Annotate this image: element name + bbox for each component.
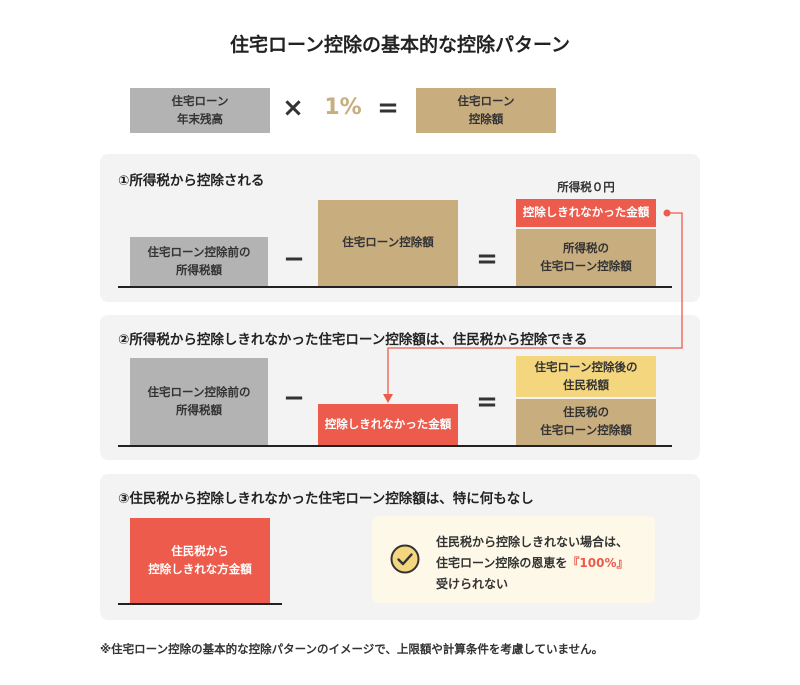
section2-equals-operator: =: [476, 387, 498, 417]
info-line-2-accent: 『100%』: [567, 556, 629, 570]
equals-operator: =: [377, 93, 399, 123]
info-line-1: 住民税から控除しきれない場合は、: [436, 535, 629, 549]
section3-heading: ③住民税から控除しきれなかった住宅ローン控除額は、特に何もなし: [118, 491, 534, 507]
section1-heading: ①所得税から控除される: [118, 173, 265, 189]
section1-baseline: [118, 286, 672, 288]
section1-deduction-box: 住宅ローン控除額: [318, 200, 458, 286]
section2-remainder-box: 控除しきれなかった金額: [318, 404, 458, 445]
page-title: 住宅ローン控除の基本的な控除パターン: [229, 34, 571, 56]
section2-pre-tax-box: 住宅ローン控除前の 所得税額: [130, 358, 268, 445]
loan-balance-box: 住宅ローン 年末残高: [130, 88, 270, 133]
section1-result-box: 所得税の 住宅ローン控除額: [516, 229, 656, 286]
section1-minus-operator: −: [283, 244, 305, 274]
section2-baseline: [118, 445, 672, 447]
times-operator: ×: [282, 93, 304, 123]
check-circle-icon: [390, 544, 420, 574]
info-line-3: 受けられない: [436, 577, 509, 591]
deduction-amount-box: 住宅ローン 控除額: [416, 88, 556, 133]
section3-baseline: [118, 603, 282, 605]
section1-equals-operator: =: [476, 244, 498, 274]
info-line-2: 住宅ローン控除の恩恵を『100%』: [436, 553, 628, 574]
section1-remainder-box: 控除しきれなかった金額: [516, 199, 656, 227]
footnote: ※住宅ローン控除の基本的な控除パターンのイメージで、上限額や計算条件を考慮してい…: [100, 642, 604, 656]
info-line-2-prefix: 住宅ローン控除の恩恵を: [436, 556, 568, 570]
section2-heading: ②所得税から控除しきれなかった住宅ローン控除額は、住民税から控除できる: [118, 332, 588, 348]
section2-minus-operator: −: [283, 383, 305, 413]
section2-result-box: 住民税の 住宅ローン控除額: [516, 399, 656, 445]
section3-remaining-box: 住民税から 控除しきれな方金額: [130, 518, 270, 604]
income-tax-zero-label: 所得税０円: [557, 180, 615, 194]
info-text: 住民税から控除しきれない場合は、 住宅ローン控除の恩恵を『100%』 受けられな…: [436, 532, 628, 595]
section2-after-box: 住宅ローン控除後の 住民税額: [516, 356, 656, 397]
rate-value: 1%: [324, 95, 362, 120]
section1-pre-tax-box: 住宅ローン控除前の 所得税額: [130, 237, 268, 286]
